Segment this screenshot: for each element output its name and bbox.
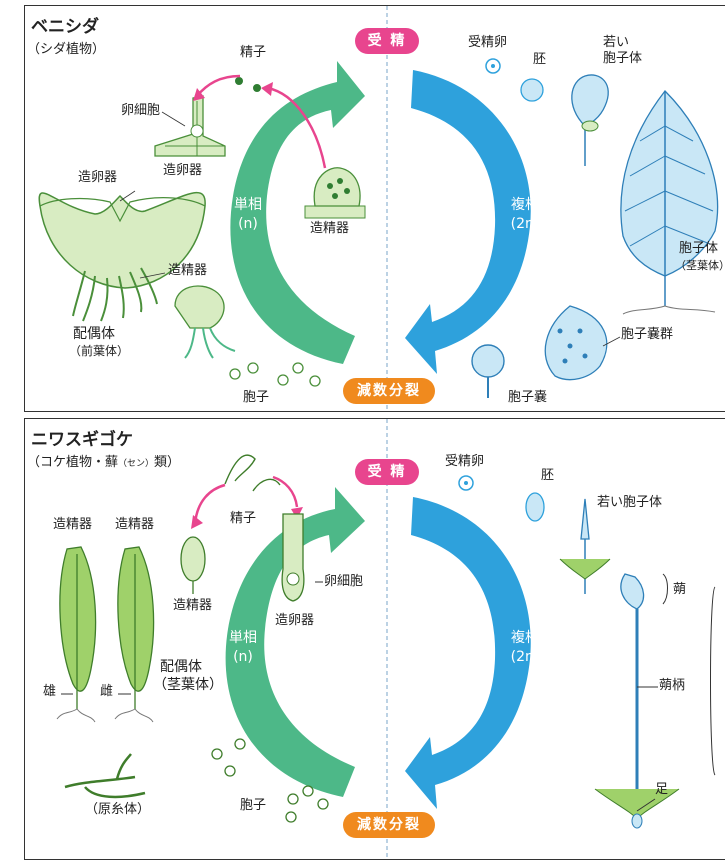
fern-sorus-label: 胞子嚢群 [621,327,674,342]
fern-antheridium-thallus-label: 造精器 [168,263,208,278]
fern-diploid-label: 複相(2n) [510,197,540,232]
fern-zygote-label: 受精卵 [468,35,508,50]
moss-panel: ニワスギゴケ （コケ植物・蘚（セン）類） 受 精 減数分裂 単相(n) 複相(2… [24,418,725,860]
moss-seta-label: 蒴柄 [659,678,686,693]
fern-sporangium-label: 胞子嚢 [508,390,548,405]
moss-archegonium-drawing [281,513,305,602]
moss-mature-sporophyte-drawing [594,573,680,829]
young-prothallus-drawing [174,285,236,359]
moss-male-label: 雄 [43,684,57,699]
sorus-drawing [544,305,608,381]
moss-haploid-label: 単相(n) [229,630,257,665]
fern-archegonium-label: 造卵器 [78,170,118,185]
moss-antheridium-drawing [180,536,206,594]
embryo-drawing [520,78,544,102]
moss-subtitle: （コケ植物・蘚（セン）類） [27,455,181,470]
moss-fertilization-label: 受 精 [355,459,419,485]
fern-prothallus-label: （前葉体） [69,344,130,358]
sporangium-drawing [471,344,505,398]
haploid-cycle-arrow [230,61,365,364]
female-moss-drawing [114,546,155,723]
male-moss-drawing [56,546,97,723]
moss-young-sporophyte-label: 若い胞子体 [597,495,663,510]
moss-female-label: 雌 [100,684,114,699]
moss-foot-label: 足 [655,782,669,797]
moss-capsule-label: 蒴 [673,582,687,597]
fern-subtitle: （シダ植物） [27,42,106,57]
fern-meiosis-label: 減数分裂 [343,378,435,404]
moss-meiosis-label: 減数分裂 [343,812,435,838]
moss-antheridium-label-1: 造精器 [53,517,93,532]
fern-young-sporophyte-label-1: 若い [603,35,630,50]
fern-young-sporophyte-label-2: 胞子体 [603,51,643,66]
moss-egg-label: 卵細胞 [324,574,364,589]
fern-sporophyte-label: 胞子体 [679,241,719,256]
moss-gametophyte-note-label: （茎葉体） [153,677,223,693]
fern-gametophyte-label: 配偶体 [73,326,115,342]
moss-archegonium-label: 造卵器 [275,613,315,628]
fern-illustration [38,6,719,411]
spores-drawing [229,362,321,387]
moss-spore-label: 胞子 [240,798,267,813]
moss-diploid-label: 複相(2n) [510,630,540,665]
moss-protonema-label: （原糸体） [85,802,151,817]
fern-archegonium-near-label: 造卵器 [163,163,203,178]
moss-spores-drawing [211,738,329,823]
moss-antheridium-label-2: 造精器 [115,517,155,532]
fern-title: ベニシダ [31,17,99,37]
fern-fertilization-label: 受 精 [355,28,419,54]
moss-young-sporophyte-drawing [559,498,611,594]
fern-panel: ベニシダ （シダ植物） 受 精 減数分裂 単相(n) 複相(2n) 精子 卵細胞… [24,5,725,412]
moss-sperm-drawing [224,454,281,492]
fern-haploid-label: 単相(n) [234,197,262,232]
sporophyte-frond-drawing [620,90,719,315]
moss-embryo-label: 胚 [541,468,555,483]
moss-illustration [56,419,716,859]
fern-antheridium-label: 造精器 [310,221,350,236]
young-sporophyte-drawing [571,74,609,166]
haploid-cycle-arrow [225,487,365,797]
diploid-cycle-arrow [405,70,531,374]
moss-title: ニワスギゴケ [31,430,133,450]
fern-spore-label: 胞子 [243,390,270,405]
moss-gametophyte-label: 配偶体 [160,659,202,675]
moss-zygote-label: 受精卵 [445,454,485,469]
sperm-drawing [235,77,261,92]
fern-egg-label: 卵細胞 [121,103,161,118]
diploid-cycle-arrow [405,497,531,809]
moss-antheridium-label-3: 造精器 [173,598,213,613]
fern-sperm-label: 精子 [240,45,267,60]
fern-embryo-label: 胚 [533,52,547,67]
moss-embryo-drawing [525,492,545,522]
fern-sporophyte-note-label: （茎葉体） [675,259,725,272]
prothallus-drawing [38,191,206,322]
antheridium-drawing [304,167,366,219]
moss-sperm-label: 精子 [230,511,257,526]
protonema-drawing [64,753,146,799]
archegonium-drawing [154,95,226,157]
